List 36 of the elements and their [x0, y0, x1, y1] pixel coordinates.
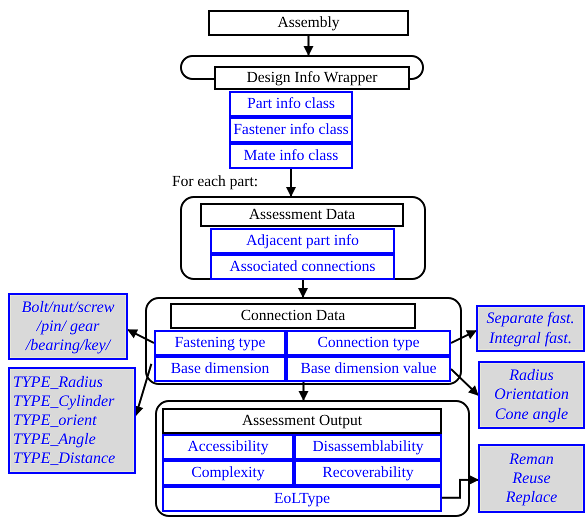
arrow [442, 474, 479, 499]
group-container [155, 400, 470, 517]
class-box: Base dimension value [286, 356, 451, 382]
note-box: TYPE_Radius TYPE_Cylinder TYPE_orient TYPE_Angle TYPE_Distance [8, 367, 136, 474]
note-text: For each part: [172, 173, 258, 191]
arrow [127, 328, 154, 344]
class-box: Disassemblability [294, 434, 442, 460]
class-box: Adjacent part info [210, 228, 395, 254]
header-box: Assessment Data [200, 203, 404, 227]
class-box: Connection type [286, 330, 451, 356]
class-box: Recoverability [294, 460, 442, 486]
class-box: EoLType [162, 486, 442, 512]
note-box: Reman Reuse Replace [478, 444, 585, 513]
arrow [298, 382, 308, 401]
group-container [145, 297, 462, 385]
class-box: Complexity [162, 460, 294, 486]
class-box: Mate info class [229, 143, 353, 169]
header-box: Assessment Output [162, 408, 442, 434]
class-box: Base dimension [154, 356, 286, 382]
header-box: Connection Data [170, 303, 416, 329]
arrow [298, 280, 308, 298]
class-box: Fastening type [154, 330, 286, 356]
arrow [450, 330, 477, 344]
arrow [286, 169, 296, 197]
class-box: Fastener info class [229, 117, 353, 143]
note-box: Separate fast. Integral fast. [476, 305, 585, 352]
note-box: Radius Orientation Cone angle [478, 361, 585, 429]
class-box: Part info class [229, 91, 353, 117]
header-box: Design Info Wrapper [214, 66, 410, 90]
arrow [304, 36, 314, 56]
group-container [180, 196, 426, 280]
header-box: Assembly [208, 10, 409, 36]
class-box: Associated connections [210, 254, 395, 280]
class-box: Accessibility [162, 434, 294, 460]
arrow [450, 368, 479, 396]
note-box: Bolt/nut/screw /pin/ gear /bearing/key/ [8, 293, 128, 360]
